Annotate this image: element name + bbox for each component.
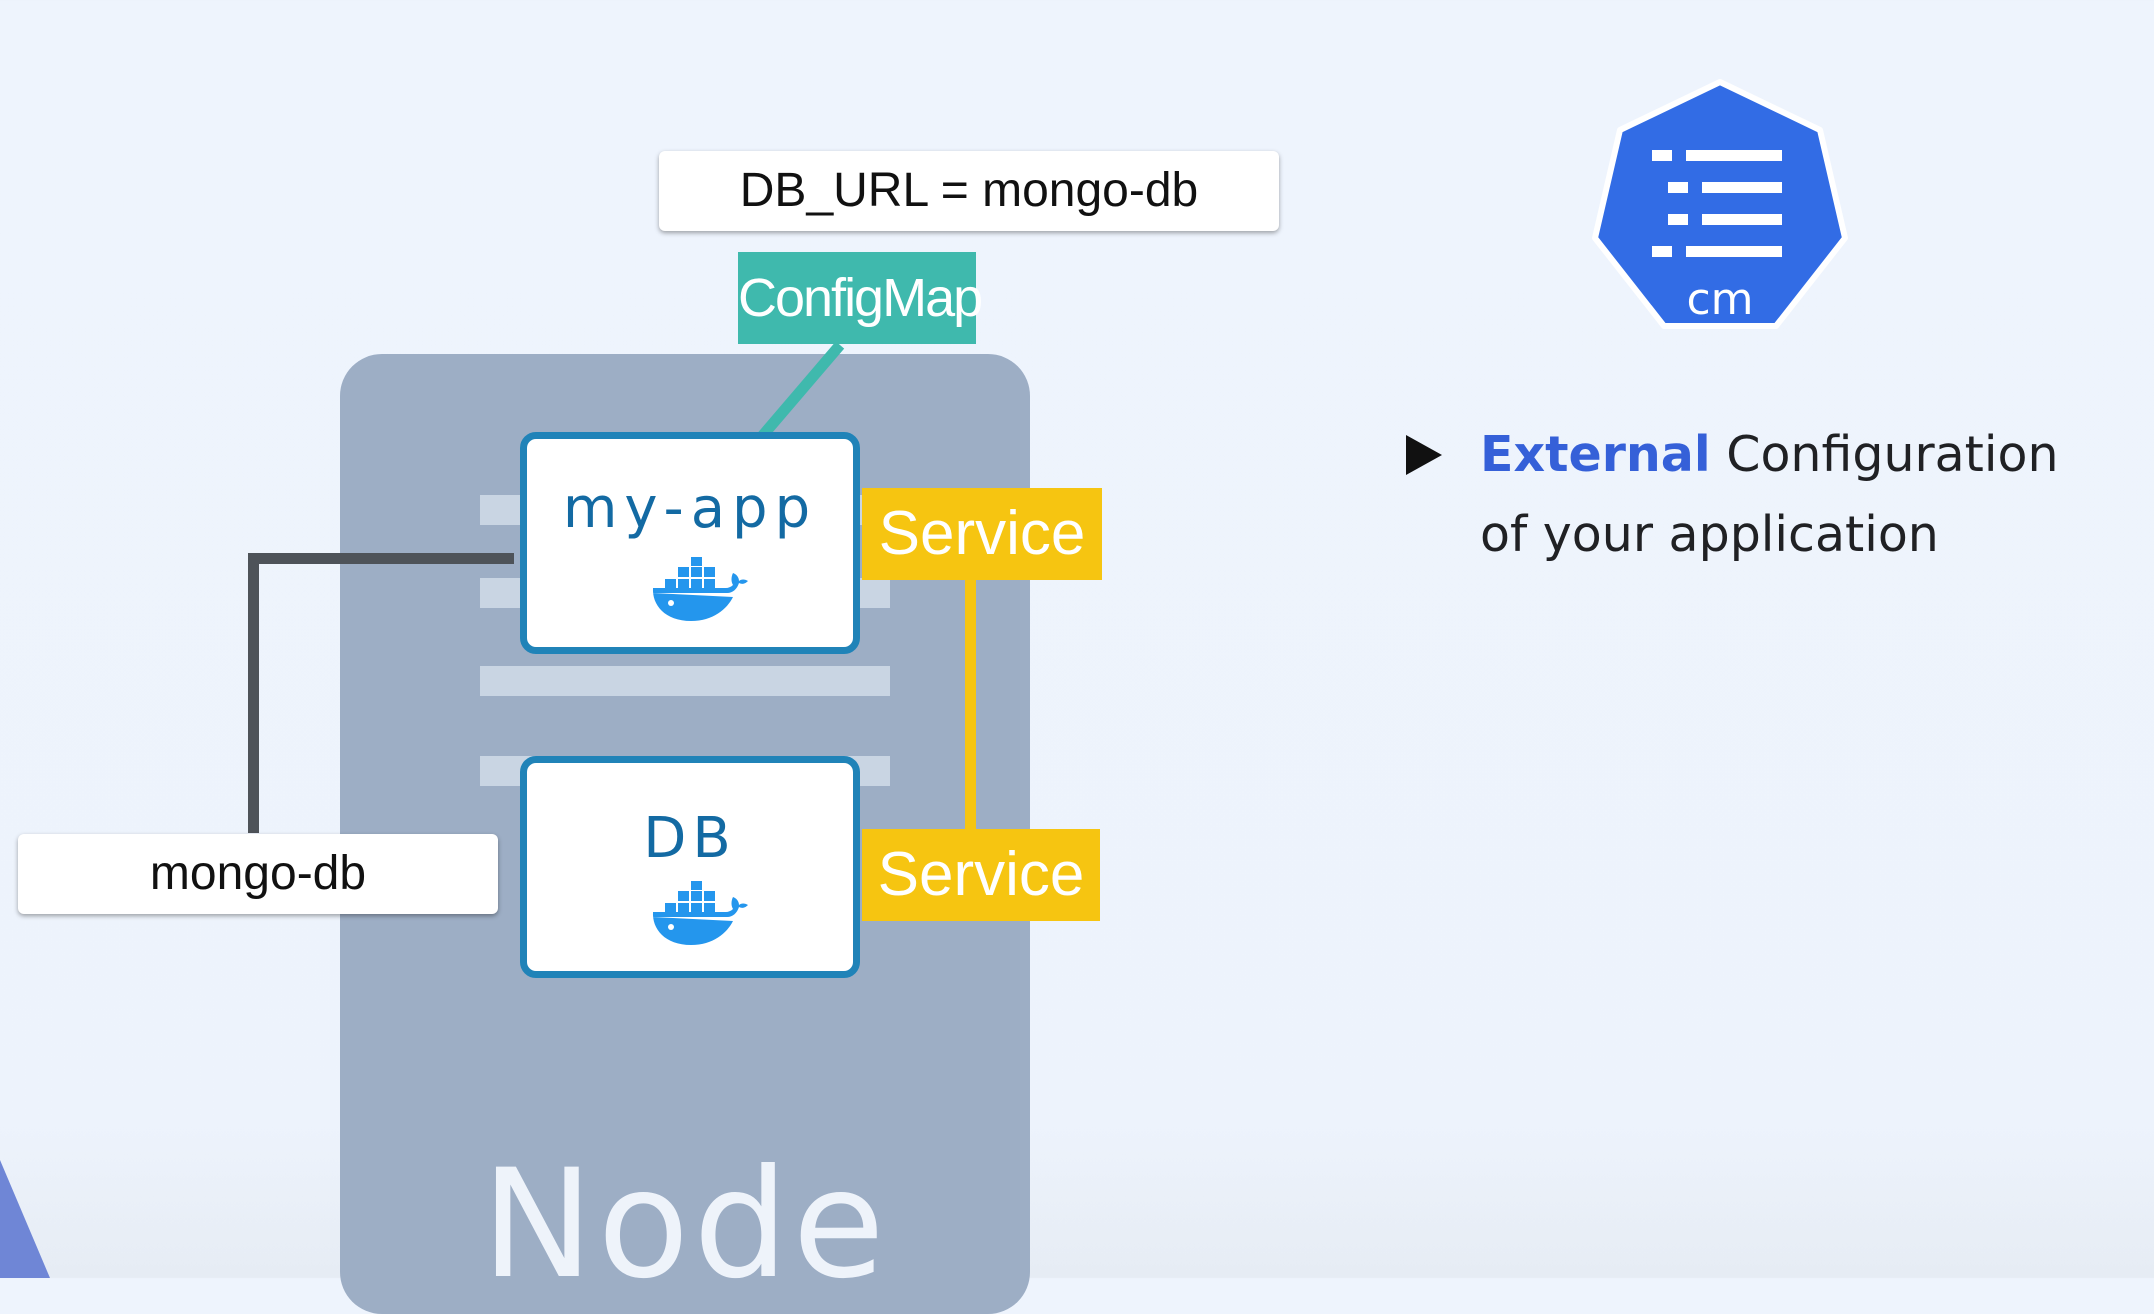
my-app-pod[interactable]: my-app <box>520 432 860 654</box>
db-label: DB <box>643 806 737 871</box>
db-pod[interactable]: DB <box>520 756 860 978</box>
external-db-label: mongo-db <box>18 834 498 914</box>
external-connector-horizontal <box>248 553 514 564</box>
configmap-label[interactable]: ConfigMap <box>738 252 983 344</box>
docker-whale-icon <box>652 881 748 945</box>
service-connector <box>965 575 976 835</box>
bullet-line-1: External Configuration <box>1480 415 2120 495</box>
service-db[interactable]: Service <box>862 829 1100 921</box>
bullet-text: External Configuration of your applicati… <box>1480 415 2120 575</box>
configmap-icon: cm <box>1592 79 1848 329</box>
bullet-line-1-text: Configuration <box>1710 426 2059 483</box>
bullet-line-2: of your application <box>1480 506 1939 563</box>
my-app-label: my-app <box>562 476 818 541</box>
docker-whale-icon <box>652 557 748 621</box>
cm-icon-label: cm <box>1686 274 1753 325</box>
node-strip <box>480 666 890 696</box>
service-my-app[interactable]: Service <box>862 488 1102 580</box>
external-connector-vertical <box>248 553 259 833</box>
bullet-accent: External <box>1480 426 1711 483</box>
bullet-arrow-icon <box>1406 435 1442 475</box>
node-label: Node <box>481 1138 889 1312</box>
corner-decoration <box>0 1160 50 1278</box>
configmap-entry: DB_URL = mongo-db <box>659 151 1279 231</box>
